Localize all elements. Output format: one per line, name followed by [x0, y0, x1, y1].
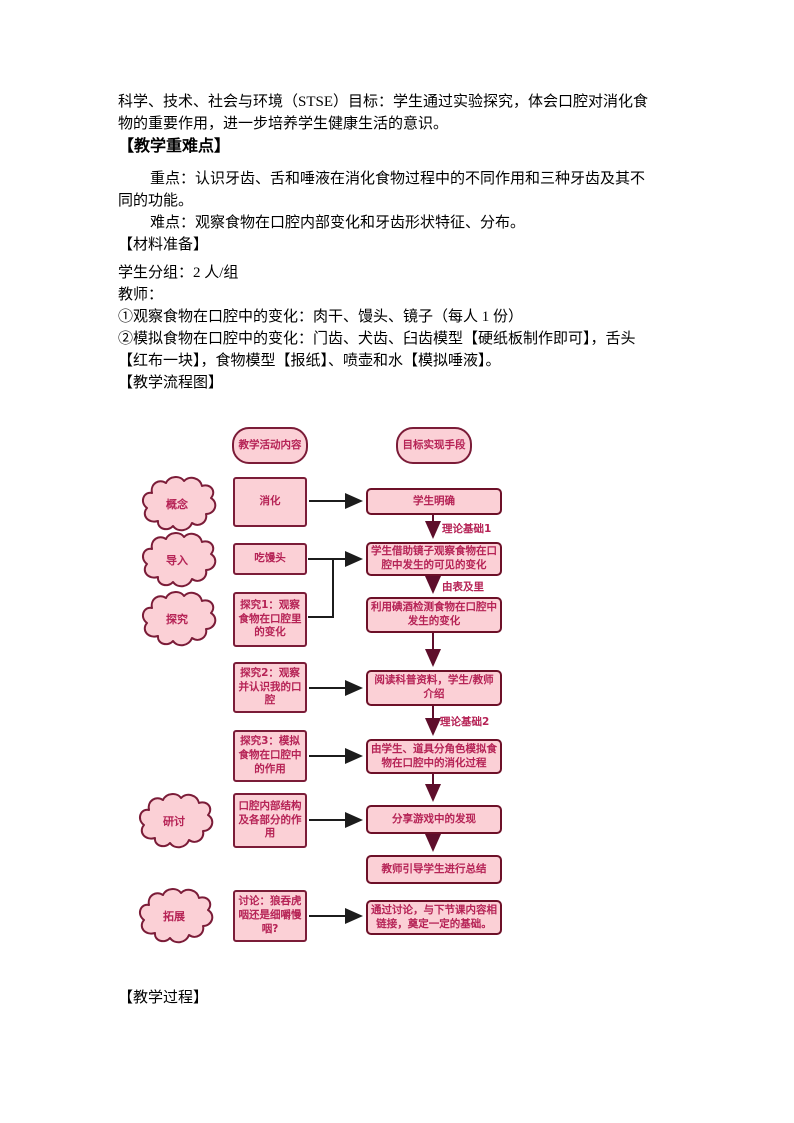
key-point-line1: 重点：认识牙齿、舌和唾液在消化食物过程中的不同作用和三种牙齿及其不	[150, 171, 646, 187]
difficulty-line: 难点：观察食物在口腔内部变化和牙齿形状特征、分布。	[150, 215, 526, 231]
column-header-methods: 目标实现手段	[396, 427, 472, 464]
method-mirror-observe: 学生借助镜子观察食物在口腔中发生的可见的变化	[366, 542, 502, 576]
stage-label-explore: 探究	[166, 613, 188, 626]
stage-label-concept: 概念	[166, 498, 188, 511]
heading-materials: 【材料准备】	[118, 237, 209, 253]
method-link-next-lesson: 通过讨论，与下节课内容相链接，奠定一定的基础。	[366, 900, 502, 935]
materials-item2b: 【红布一块】，食物模型【报纸】、喷壶和水【模拟唾液】。	[118, 353, 501, 369]
connector-explore1-elbow	[308, 560, 334, 618]
stage-label-discuss: 研讨	[163, 815, 185, 828]
method-students-clarify: 学生明确	[366, 488, 502, 515]
heading-flowchart: 【教学流程图】	[118, 375, 224, 391]
edge-label-surface-to-inside: 由表及里	[442, 581, 484, 593]
method-teacher-summary: 教师引导学生进行总结	[366, 855, 502, 884]
activity-explore3: 探究3：模拟食物在口腔中的作用	[233, 730, 307, 782]
stse-goal-line1: 科学、技术、社会与环境（STSE）目标：学生通过实验探究，体会口腔对消化食	[118, 94, 649, 110]
stse-goal-line2: 物的重要作用，进一步培养学生健康生活的意识。	[118, 116, 449, 132]
activity-mouth-structure: 口腔内部结构及各部分的作用	[233, 793, 307, 848]
activity-eat-bun: 吃馒头	[233, 543, 307, 575]
activity-discussion: 讨论：狼吞虎咽还是细嚼慢咽?	[233, 890, 307, 942]
key-point-line2: 同的功能。	[118, 193, 194, 209]
method-iodine-test: 利用碘酒检测食物在口腔中发生的变化	[366, 597, 502, 633]
materials-item2: ②模拟食物在口腔中的变化：门齿、犬齿、臼齿模型【硬纸板制作即可】，舌头	[118, 331, 636, 347]
activity-digestion: 消化	[233, 477, 307, 527]
materials-item1: ①观察食物在口腔中的变化：肉干、馒头、镜子（每人 1 份）	[118, 309, 524, 325]
materials-teacher: 教师：	[118, 287, 164, 303]
stage-label-intro: 导入	[166, 554, 188, 567]
stage-label-extend: 拓展	[163, 910, 185, 923]
edge-label-theory1: 理论基础1	[442, 523, 492, 535]
materials-grouping: 学生分组：2 人/组	[118, 265, 239, 281]
method-reading-materials: 阅读科普资料，学生/教师介绍	[366, 670, 502, 706]
activity-explore2: 探究2：观察并认识我的口腔	[233, 662, 307, 713]
column-header-activities: 教学活动内容	[232, 427, 308, 464]
activity-explore1: 探究1：观察食物在口腔里的变化	[233, 592, 307, 647]
method-roleplay-simulation: 由学生、道具分角色模拟食物在口腔中的消化过程	[366, 739, 502, 774]
heading-process: 【教学过程】	[118, 990, 209, 1006]
heading-key-points: 【教学重难点】	[118, 138, 231, 155]
method-share-findings: 分享游戏中的发现	[366, 805, 502, 834]
edge-label-theory2: 理论基础2	[440, 716, 490, 728]
